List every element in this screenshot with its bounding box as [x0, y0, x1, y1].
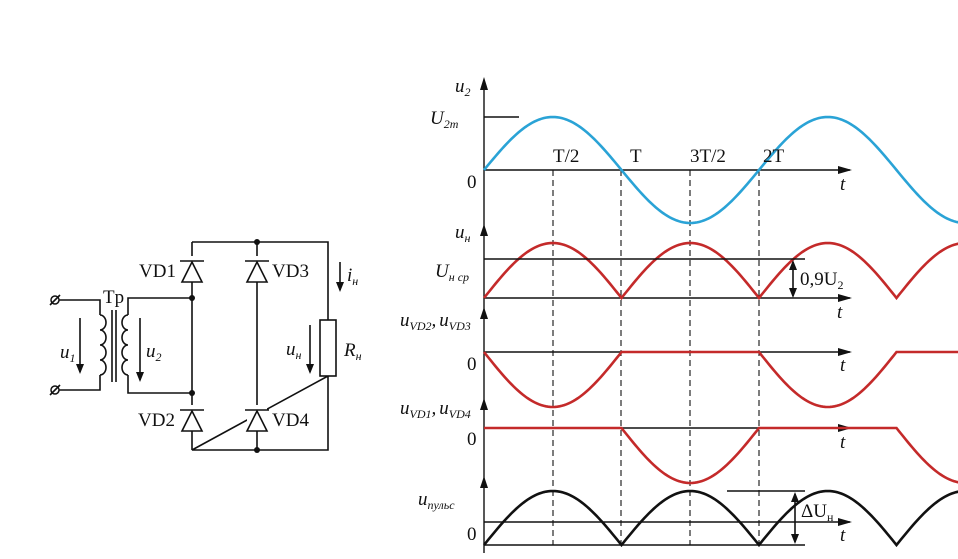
vd1-label: VD1 — [139, 261, 176, 282]
p3-ylabel: uVD2,uVD3 — [400, 310, 471, 333]
p4-zero: 0 — [467, 429, 477, 450]
p2-xlabel: t — [837, 302, 843, 323]
i-load-label: iн — [347, 265, 358, 288]
diode-vd3 — [245, 256, 269, 283]
tick-3t-half: 3T/2 — [690, 146, 726, 167]
u-load-label: uн — [286, 339, 302, 362]
p5-xlabel: t — [840, 525, 846, 546]
p1-zero: 0 — [467, 172, 477, 193]
p3-zero: 0 — [467, 354, 477, 375]
p2-ylabel: uн — [455, 222, 471, 245]
diode-vd4 — [245, 405, 269, 432]
u2-arrow — [136, 318, 144, 382]
vertical-axis-arrow — [480, 77, 488, 90]
vd2-label: VD2 — [138, 410, 175, 431]
u2m-label: U2m — [430, 108, 459, 131]
secondary-winding — [121, 314, 129, 376]
input-terminal-bottom — [49, 384, 61, 396]
p1-xlabel: t — [840, 174, 846, 195]
ripple-wave — [482, 489, 958, 548]
p5-zero: 0 — [467, 524, 477, 545]
tick-t: T — [630, 146, 642, 167]
avg-label: Uн ср — [435, 261, 469, 284]
primary-winding — [99, 314, 107, 376]
tick-t-half: T/2 — [553, 146, 579, 167]
load-voltage-wave — [482, 241, 958, 301]
load-resistor — [319, 319, 337, 377]
input-terminal-top — [49, 294, 61, 306]
u2-sine-wave — [482, 115, 958, 225]
p4-xlabel: t — [840, 432, 846, 453]
bridge-circuit: Tp u1 u2 VD1 VD3 VD2 VD4 iн uн Rн — [49, 239, 362, 453]
vd4-label: VD4 — [272, 410, 309, 431]
r-load-label: Rн — [343, 340, 362, 363]
transformer-label: Tp — [103, 287, 124, 308]
ripple-label: ΔUн — [801, 501, 834, 524]
u2-label: u2 — [146, 341, 162, 364]
vd1-vd4-voltage-wave — [484, 426, 958, 485]
p4-ylabel: uVD1,uVD4 — [400, 398, 471, 421]
ratio-label: 0,9U2 — [800, 269, 843, 292]
p1-ylabel: u2 — [455, 76, 471, 99]
u1-arrow — [76, 318, 84, 374]
p5-ylabel: uпульс — [418, 489, 455, 512]
tick-2t: 2T — [763, 146, 785, 167]
u1-label: u1 — [60, 342, 76, 365]
p3-xlabel: t — [840, 355, 846, 376]
vd2-vd3-voltage-wave — [482, 350, 958, 409]
u-load-arrow — [306, 325, 314, 374]
waveform-plots: u2 U2m 0 t T/2 T 3T/2 2T uн Uн ср 0,9U2 … — [400, 76, 958, 553]
diode-vd1 — [180, 256, 204, 283]
vd3-label: VD3 — [272, 261, 309, 282]
diode-vd2 — [180, 405, 204, 432]
i-load-arrow — [336, 262, 344, 292]
